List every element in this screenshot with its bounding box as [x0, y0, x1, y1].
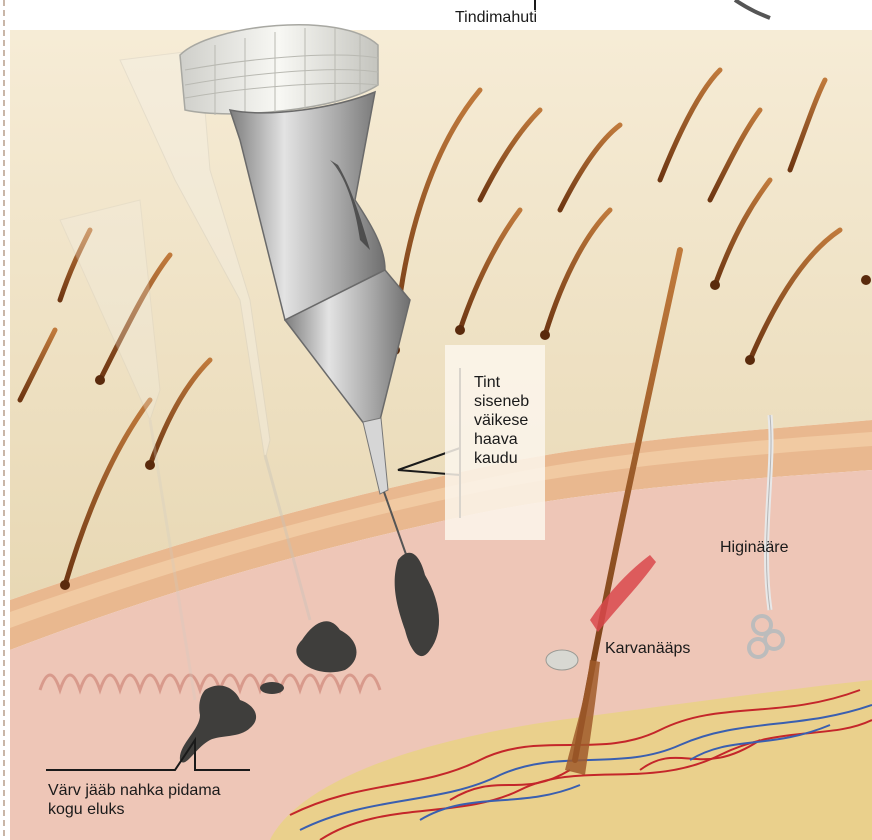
ink-reservoir-label: Tindimahuti — [455, 8, 537, 27]
sweat-gland-label: Higinääre — [720, 538, 788, 557]
sebaceous-gland — [546, 650, 578, 670]
hair-muscle-label: Karvanääps — [605, 639, 690, 658]
reservoir-tube — [735, 0, 770, 18]
ink-entry-label: Tint siseneb väikese haava kaudu — [474, 373, 529, 468]
ink-stays-label: Värv jääb nahka pidama kogu eluks — [48, 781, 221, 819]
